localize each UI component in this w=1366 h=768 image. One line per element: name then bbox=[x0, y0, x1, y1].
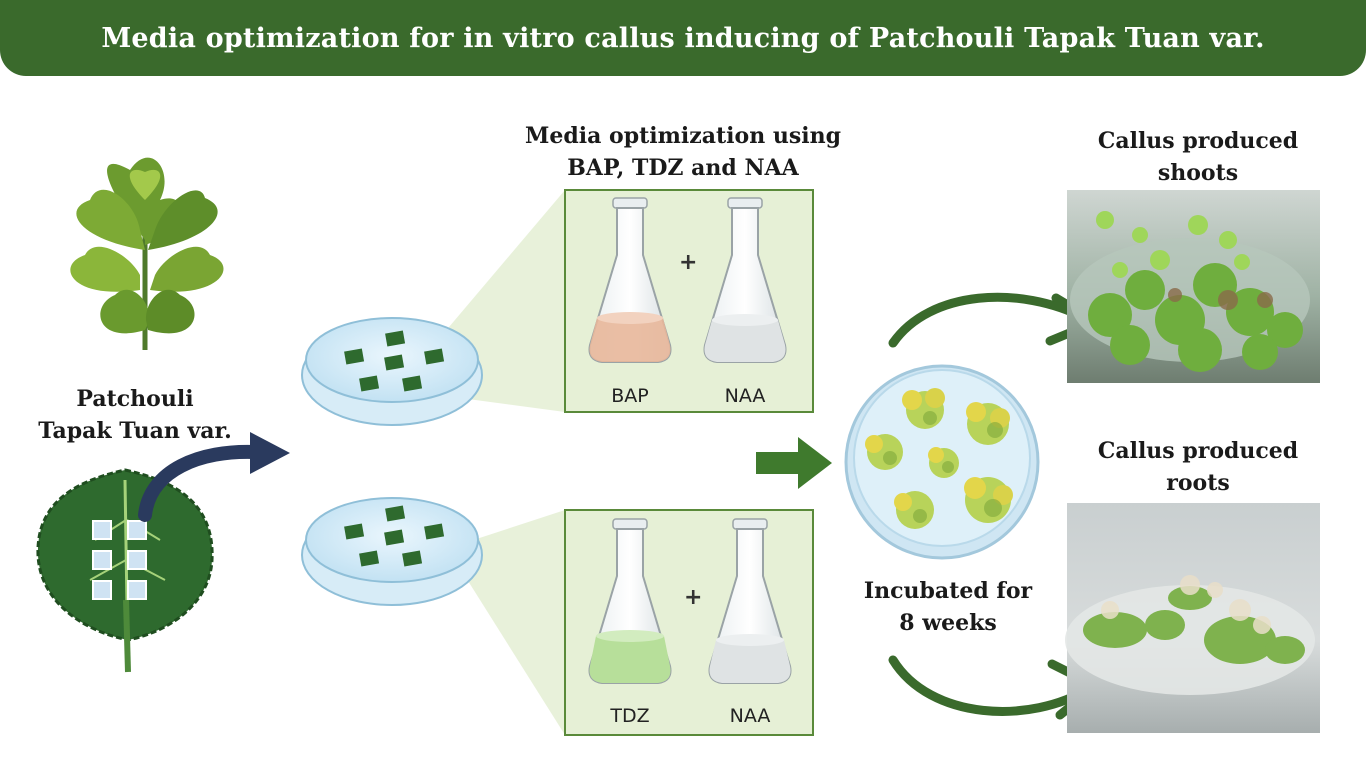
flask-tdz-icon bbox=[588, 518, 672, 684]
media-heading: Media optimization using BAP, TDZ and NA… bbox=[513, 120, 853, 184]
page-title: Media optimization for in vitro callus i… bbox=[101, 22, 1265, 54]
flask-label-tdz: TDZ bbox=[610, 705, 650, 727]
incubation-label: Incubated for 8 weeks bbox=[848, 575, 1048, 639]
arrow-to-roots bbox=[888, 655, 1101, 720]
source-label-line1: Patchouli bbox=[76, 386, 194, 412]
flask-bap-icon bbox=[588, 197, 672, 363]
flask-label-bap: BAP bbox=[611, 385, 649, 407]
petri-dish-bottom bbox=[301, 497, 483, 606]
flask-naa-icon-2 bbox=[708, 518, 792, 684]
plus-sign-1: + bbox=[679, 250, 698, 275]
source-label: Patchouli Tapak Tuan var. bbox=[20, 383, 250, 447]
green-process-arrow bbox=[756, 437, 832, 489]
media-heading-line2: BAP, TDZ and NAA bbox=[567, 155, 799, 181]
plus-sign-2: + bbox=[684, 585, 703, 610]
media-heading-line1: Media optimization using bbox=[525, 123, 841, 149]
source-label-line2: Tapak Tuan var. bbox=[38, 418, 232, 444]
flask-label-naa-2: NAA bbox=[729, 705, 771, 727]
petri-dish-top bbox=[301, 317, 483, 426]
leaf-explant-illustration bbox=[36, 468, 214, 673]
roots-label: Callus produced roots bbox=[1085, 435, 1311, 499]
navy-transfer-arrow bbox=[138, 432, 290, 522]
roots-label-line1: Callus produced bbox=[1097, 438, 1299, 464]
zoom-wedge-bottom bbox=[458, 510, 565, 735]
callus-petri-dish bbox=[844, 364, 1040, 560]
arrow-to-shoots bbox=[888, 292, 1101, 348]
media-panel-tdz-naa bbox=[564, 509, 814, 736]
flask-naa-icon bbox=[703, 197, 787, 363]
incubation-line1: Incubated for bbox=[863, 578, 1033, 604]
incubation-line2: 8 weeks bbox=[899, 610, 997, 636]
shoots-label-line1: Callus produced bbox=[1097, 128, 1299, 154]
patchouli-plant-illustration bbox=[70, 157, 224, 350]
shoots-photo bbox=[1067, 190, 1320, 383]
shoots-label: Callus produced shoots bbox=[1085, 125, 1311, 189]
shoots-label-line2: shoots bbox=[1157, 160, 1239, 186]
media-panel-bap-naa bbox=[564, 189, 814, 413]
flask-label-naa-1: NAA bbox=[724, 385, 766, 407]
roots-label-line2: roots bbox=[1166, 470, 1230, 496]
roots-photo bbox=[1065, 503, 1320, 733]
title-banner: Media optimization for in vitro callus i… bbox=[0, 0, 1366, 76]
